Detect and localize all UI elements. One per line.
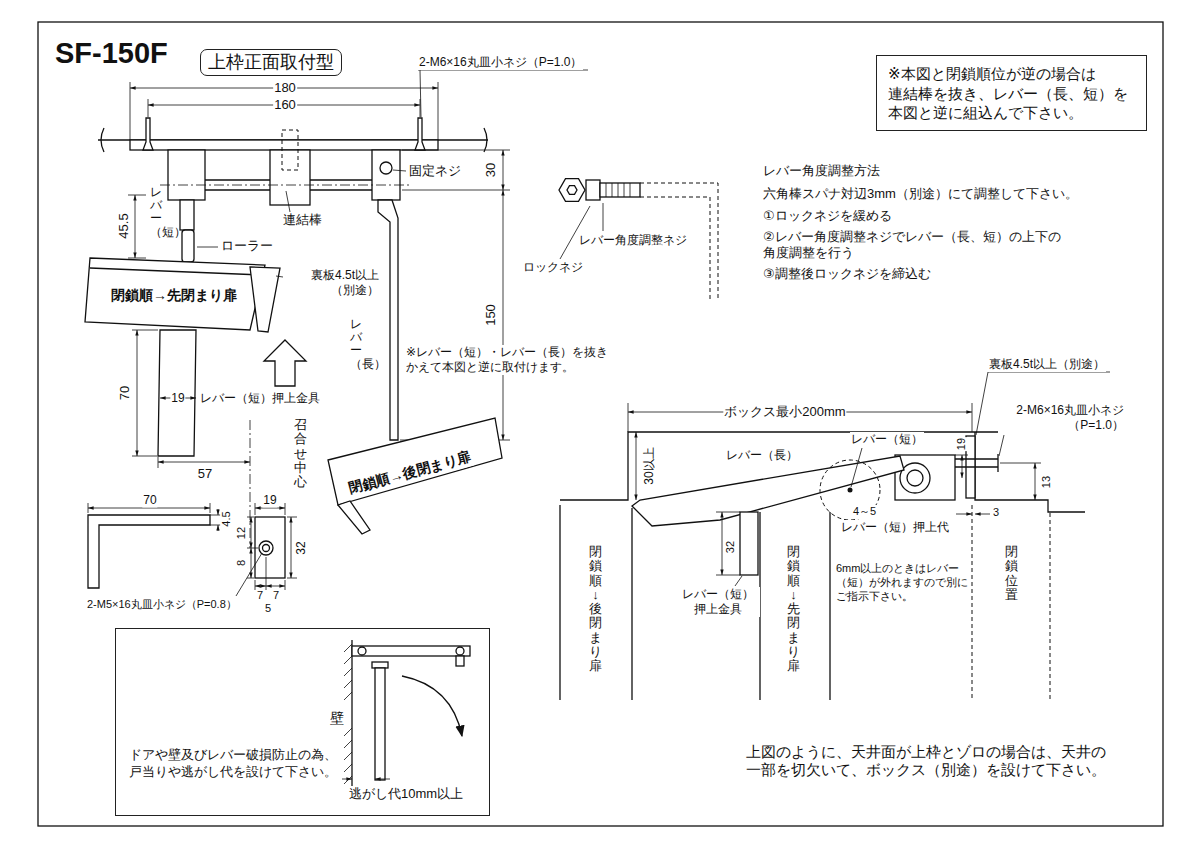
part-label: 閉鎖位置 — [1005, 545, 1018, 602]
part-label: 6mm以上のときはレバー （短）が外れますので別に ご指示下さい。 — [835, 562, 971, 603]
part-label: 2-M5×16丸皿小ネジ（P=0.8） — [86, 598, 238, 612]
part-label: 30以上 — [642, 446, 657, 485]
note-text: 上枠正面取付型 — [208, 51, 334, 74]
part-label: 裏板4.5t以上（別途） — [988, 357, 1106, 372]
dimension-text: 180 — [273, 80, 297, 96]
part-label: レバー（長） — [725, 448, 799, 463]
part-label: 上図のように、天井面が上枠とゾロの場合は、天井の 一部を切欠いて、ボックス（別途… — [745, 743, 1127, 779]
part-label: ③調整後ロックネジを締込む — [762, 266, 932, 282]
part-label: ロックネジ — [522, 260, 584, 275]
dimension-text: 5 — [264, 602, 272, 616]
note-text: 壁 — [329, 709, 345, 727]
dimension-text: 7 — [256, 589, 264, 603]
dimension-text: 13 — [1040, 475, 1054, 489]
part-label: 2-M6×16丸皿小ネジ （P=1.0） — [998, 403, 1125, 433]
note-box: 上枠正面取付型 — [200, 49, 342, 76]
part-label: ②レバー角度調整ネジでレバー（長、短）の上下の 角度調整を行う — [762, 229, 1074, 262]
closer-elevation — [85, 70, 588, 548]
sheet-frame — [38, 22, 1163, 826]
push-bracket-detail — [88, 503, 297, 596]
part-label: レバー（短）押上代 — [840, 520, 950, 535]
door-stop-illustration — [338, 640, 470, 795]
part-label: 裏板4.5t以上 （別途） — [283, 268, 380, 298]
part-label: レバー（短） 押上金具 — [676, 587, 760, 617]
dimension-text: 19 — [262, 493, 277, 508]
part-label: 2-M6×16丸皿小ネジ（P=1.0） — [418, 55, 583, 70]
note-text: 逃がし代10mm以上 — [348, 786, 464, 803]
note-text: ドアや壁及びレバー破損防止の為、 戸当りや逃がし代を設けて下さい。 — [128, 747, 342, 781]
dimension-text: 12 — [235, 526, 249, 540]
part-label: ①ロックネジを緩める — [762, 208, 893, 224]
dimension-text: 57 — [197, 466, 213, 482]
part-label: 六角棒スパナ対辺3mm（別途）にて調整して下さい。 — [762, 186, 1079, 202]
dimension-text: 70 — [142, 493, 157, 508]
part-label: レバー角度調整ネジ — [578, 233, 688, 248]
part-label: 閉鎖順↓先閉まり扉 — [787, 545, 800, 674]
dimension-text: 32 — [294, 540, 309, 555]
part-label: 連結棒 — [282, 212, 323, 228]
dimension-text: 4～5 — [852, 505, 877, 519]
part-label: レバー（長） — [350, 318, 362, 371]
dimension-text: 3 — [992, 506, 1000, 520]
drawing-title: SF-150F — [55, 36, 168, 71]
dimension-text: 70 — [117, 385, 133, 401]
dimension-text: 19 — [170, 391, 185, 406]
part-label: 固定ネジ — [408, 163, 462, 179]
dimension-text: 150 — [483, 303, 499, 327]
part-label: 閉鎖順↓後閉まり扉 — [589, 545, 602, 674]
note-text: ※本図と閉鎖順位が逆の場合は 連結棒を抜き、レバー（長、短）を 本図と逆に組込ん… — [887, 64, 1141, 123]
part-label: レバー角度調整方法 — [762, 163, 881, 179]
part-label: ※レバー（短）・レバー（長）を抜き かえて本図と逆に取付けます。 — [405, 345, 619, 375]
part-label: レバー（短）押上金具 — [199, 391, 321, 406]
dimension-text: 19 — [955, 437, 969, 451]
dimension-text: 8 — [235, 559, 249, 567]
dimension-text: 7 — [272, 589, 280, 603]
part-label: レバー（短） — [850, 432, 924, 447]
adjust-screw-detail — [559, 179, 718, 300]
dimension-text: 4.5 — [220, 510, 234, 527]
note-box: 壁ドアや壁及びレバー破損防止の為、 戸当りや逃がし代を設けて下さい。逃がし代10… — [115, 628, 490, 816]
dimension-text: 45.5 — [116, 212, 132, 239]
part-label: ボックス最小200mm — [723, 404, 846, 420]
dimension-text: 32 — [724, 540, 738, 554]
part-label: ローラー — [220, 238, 274, 254]
note-box: ※本図と閉鎖順位が逆の場合は 連結棒を抜き、レバー（長、短）を 本図と逆に組込ん… — [876, 55, 1147, 131]
part-label: レバー（短） — [150, 186, 162, 239]
part-label: 召合せ中心 — [294, 418, 307, 489]
dimension-text: 30 — [483, 162, 499, 178]
part-label: 閉鎖順→先閉まり扉 — [110, 287, 238, 305]
dimension-text: 160 — [273, 97, 297, 113]
